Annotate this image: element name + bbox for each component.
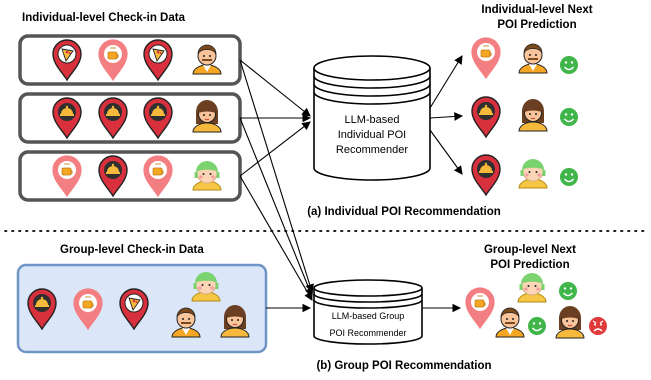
woman-avatar-icon [555, 305, 585, 339]
smile-icon [559, 167, 579, 187]
smile-icon [559, 107, 579, 127]
individual-model-line-3: Recommender [336, 144, 408, 156]
group-recommender-db [313, 279, 423, 345]
coffee-pin-icon [471, 37, 501, 79]
woman-avatar-icon [518, 98, 548, 132]
individual-prediction-title-line-2: POI Prediction [497, 19, 576, 31]
smile-icon [559, 55, 579, 75]
individual-prediction-title-line-1: Individual-level Next [481, 4, 592, 16]
individual-caption: (a) Individual POI Recommendation [307, 206, 501, 218]
smile-icon [558, 281, 578, 301]
green-hair-avatar-icon [517, 157, 549, 190]
group-data-title: Group-level Check-in Data [60, 244, 204, 256]
dish-pin-icon [471, 154, 501, 196]
group-prediction-title-line-2: POI Prediction [490, 259, 569, 271]
angry-icon [588, 316, 608, 336]
individual-data-title: Individual-level Check-in Data [22, 12, 186, 24]
individual-output-arrows [429, 55, 464, 175]
coffee-pin-icon [465, 287, 495, 329]
group-model-line-1: LLM-based Group [332, 311, 405, 321]
smile-icon [527, 316, 547, 336]
individual-model-line-1: LLM-based [344, 114, 399, 126]
man-avatar-icon [495, 307, 525, 338]
green-hair-avatar-icon [516, 271, 548, 304]
group-model-line-2: POI Recommender [329, 328, 406, 338]
dish-pin-icon [471, 96, 501, 138]
group-caption: (b) Group POI Recommendation [316, 360, 491, 372]
man-avatar-icon [518, 43, 548, 74]
individual-recommender-db [313, 55, 431, 181]
individual-model-line-2: Individual POI [338, 129, 406, 141]
group-prediction-title-line-1: Group-level Next [484, 244, 576, 256]
individual-input-arrows [239, 59, 314, 301]
